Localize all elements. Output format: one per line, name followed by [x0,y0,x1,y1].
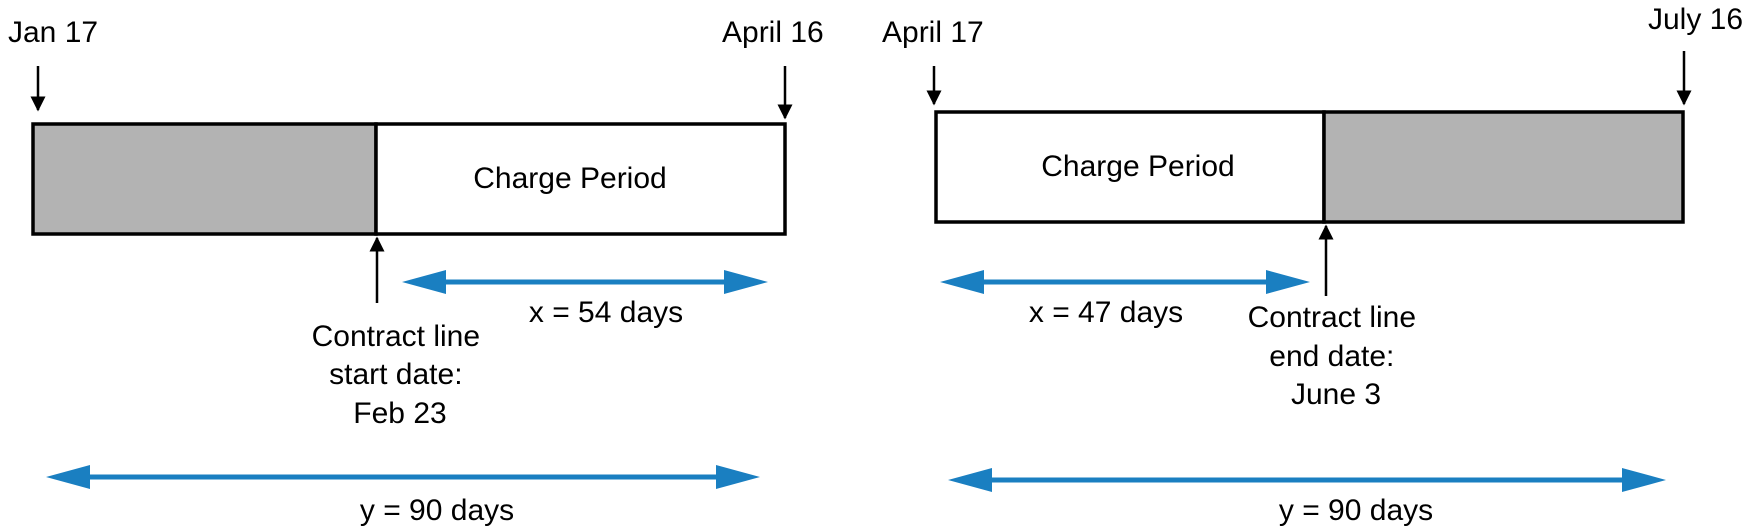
right-y-days-label: y = 90 days [1279,494,1433,527]
right-charge-period-box [934,110,1326,224]
right-x-days-label: x = 47 days [1029,296,1183,329]
right-shaded-segment [1322,110,1685,224]
right-y-span-arrow [948,468,1666,492]
right-start-date-label: April 17 [882,16,984,49]
left-x-span-arrow [402,270,768,294]
left-contract-start-label: Contract line start date: Feb 23 [312,320,489,430]
left-panel: Jan 17 April 16 Charge Period Contract l… [8,16,824,527]
left-shaded-segment [31,122,378,236]
right-x-span-arrow [940,270,1310,294]
left-charge-period-label: Charge Period [473,162,666,195]
right-charge-period-label: Charge Period [1041,150,1234,183]
left-y-days-label: y = 90 days [360,494,514,527]
right-panel: April 17 July 16 Charge Period Contract … [882,3,1743,527]
left-start-date-label: Jan 17 [8,16,98,49]
left-end-date-label: April 16 [722,16,824,49]
right-end-date-label: July 16 [1648,3,1743,36]
left-charge-period-box [374,122,787,236]
right-contract-end-label: Contract line end date: June 3 [1248,301,1425,411]
left-y-span-arrow [46,465,760,489]
left-x-days-label: x = 54 days [529,296,683,329]
